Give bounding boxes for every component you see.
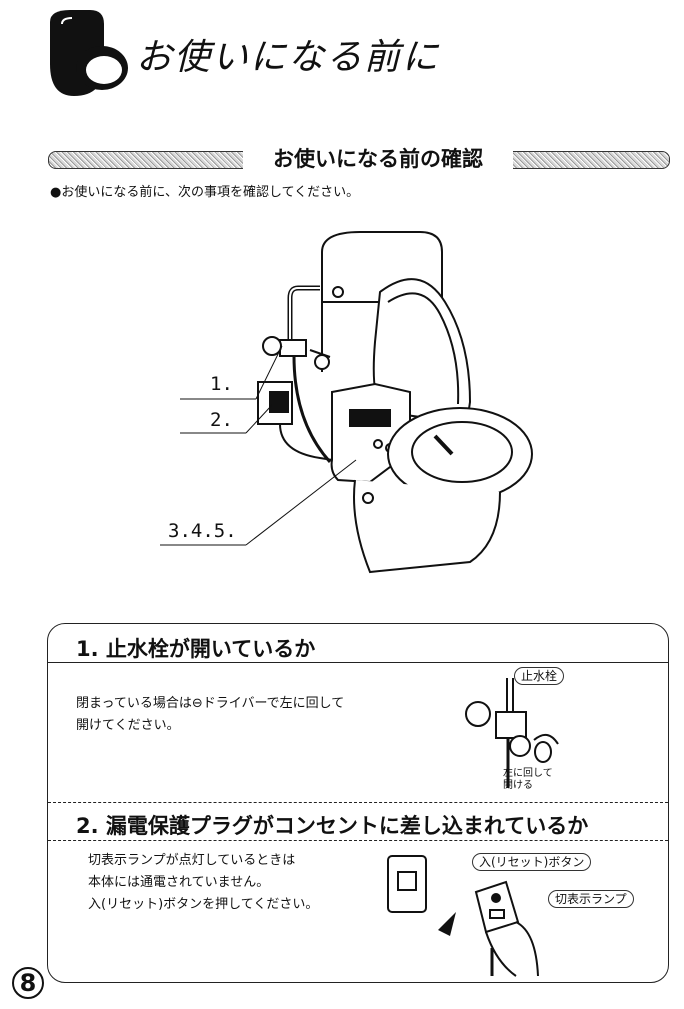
plug-illustration xyxy=(387,855,539,977)
section1-heading: 1. 止水栓が開いているか xyxy=(76,637,316,661)
toilet-seat-icon xyxy=(50,10,128,96)
valve-label: 止水栓 xyxy=(514,667,565,685)
press-arrow-icon xyxy=(438,912,456,936)
callout-345: 3.4.5. xyxy=(168,520,237,542)
valve-illustration xyxy=(465,678,559,788)
callout-2: 2. xyxy=(210,409,233,431)
callout-1: 1. xyxy=(210,373,233,395)
section1-line2: 開けてください。 xyxy=(76,718,180,733)
section2-line3: 入(リセット)ボタンを押してください。 xyxy=(88,897,319,912)
section2-line2: 本体には通電されていません。 xyxy=(88,875,270,890)
page-number: 8 xyxy=(12,967,44,999)
banner-label: お使いになる前の確認 xyxy=(243,143,513,175)
section2-line1: 切表示ランプが点灯しているときは xyxy=(88,853,296,868)
section1-line1: 閉まっている場合は⊖ドライバーで左に回して xyxy=(76,696,345,711)
section-divider xyxy=(48,802,668,803)
lamp-label: 切表示ランプ xyxy=(548,890,634,908)
section1-divider xyxy=(48,662,668,663)
page-title: お使いになる前に xyxy=(136,37,441,78)
toilet-illustration xyxy=(257,231,533,574)
checklist-box xyxy=(47,623,669,983)
section2-heading: 2. 漏電保護プラグがコンセントに差し込まれているか xyxy=(76,814,589,838)
valve-note-line1: 左に回して xyxy=(503,768,553,779)
intro-text: ●お使いになる前に、次の事項を確認してください。 xyxy=(50,185,360,200)
reset-button-label: 入(リセット)ボタン xyxy=(472,853,592,871)
section2-divider xyxy=(48,840,668,841)
valve-note-line2: 開ける xyxy=(503,780,533,791)
section-banner: お使いになる前の確認 xyxy=(48,143,670,177)
